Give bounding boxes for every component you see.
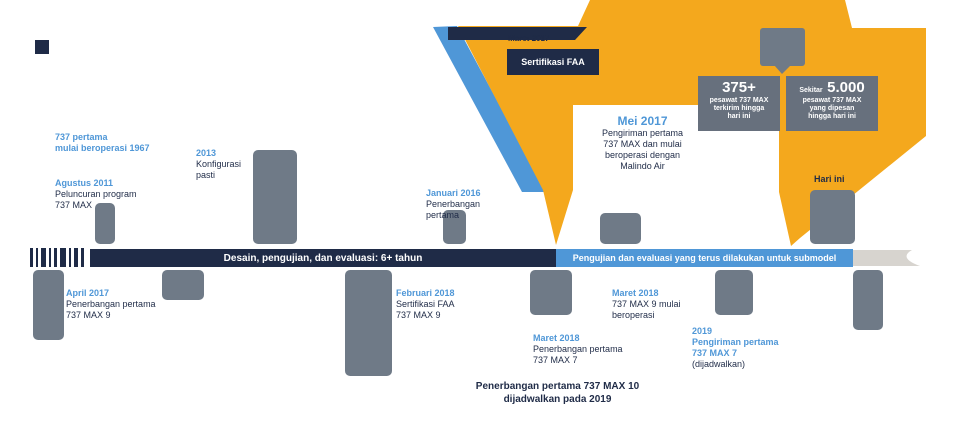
callout-line: Peluncuran program: [55, 189, 137, 199]
callout-line: mulai beroperasi 1967: [55, 143, 150, 153]
callout-line: 737 pertama: [55, 132, 108, 142]
timeline-submodel-bar: Pengujian dan evaluasi yang terus dilaku…: [556, 249, 853, 267]
callout-first-flight: Januari 2016 Penerbangan pertama: [426, 188, 536, 221]
callout-date: 2019: [692, 326, 713, 336]
connector-column: [715, 270, 753, 315]
callout-line: Penerbangan pertama: [66, 299, 156, 309]
callout-line: (dijadwalkan): [692, 359, 746, 369]
callout-date: April 2017: [66, 288, 110, 298]
callout-line: Konfigurasi: [196, 159, 242, 169]
callout-date: Maret 2018: [612, 288, 659, 298]
stat-delivered-line: terkirim hingga: [713, 105, 765, 112]
callout-date: 2013: [196, 148, 217, 158]
callout-firm-configuration: 2013 Konfigurasi pasti: [196, 148, 266, 181]
legend-marker: [35, 40, 49, 54]
callout-line: 737 MAX 9: [396, 310, 441, 320]
connector-column: [810, 190, 855, 244]
stat-delivered-value: 375+: [722, 79, 756, 96]
stat-ordered-box: Sekitar 5.000 pesawat 737 MAX yang dipes…: [786, 76, 878, 131]
stat-ordered-line: yang dipesan: [809, 105, 855, 112]
callout-line: beroperasi: [612, 310, 655, 320]
stat-ordered-line: pesawat 737 MAX: [802, 97, 862, 104]
callout-max9-first-flight: April 2017 Penerbangan pertama 737 MAX 9: [66, 288, 216, 321]
blue-edge-band: [433, 26, 546, 192]
caption-line: dijadwalkan pada 2019: [503, 394, 612, 405]
banner-month-label: Maret 2017: [508, 34, 550, 43]
connector-column: [853, 270, 883, 330]
connector-column: [443, 210, 466, 244]
callout-line: Pengiriman pertama: [692, 337, 779, 347]
today-pointer-box: [760, 28, 805, 66]
callout-line: Hari ini: [814, 174, 845, 184]
stat-ordered-value: 5.000: [827, 79, 865, 96]
connector-column: [345, 270, 392, 376]
callout-date: Mei 2017: [617, 114, 668, 128]
callout-line: Malindo Air: [620, 161, 665, 171]
callout-date: Februari 2018: [396, 288, 455, 298]
faa-cert-label: Sertifikasi FAA: [521, 57, 585, 67]
callout-737-heritage: 737 pertama mulai beroperasi 1967: [55, 132, 195, 154]
connector-column: [162, 270, 204, 300]
connector-column: [95, 203, 115, 244]
callout-first-delivery: Mei 2017 Pengiriman pertama 737 MAX dan …: [575, 114, 710, 172]
callout-line: Sertifikasi FAA: [396, 299, 455, 309]
stat-delivered-line: pesawat 737 MAX: [709, 97, 769, 104]
callout-line: 737 MAX 9: [66, 310, 111, 320]
timeline-submodel-label: Pengujian dan evaluasi yang terus dilaku…: [572, 253, 837, 263]
connector-column: [530, 270, 572, 315]
callout-date: Maret 2018: [533, 333, 580, 343]
callout-max7-first-flight: Maret 2018 Penerbangan pertama 737 MAX 7: [533, 333, 643, 366]
timeline-design-label: Desain, pengujian, dan evaluasi: 6+ tahu…: [223, 252, 423, 264]
callout-line: Pengiriman pertama: [601, 128, 684, 138]
callout-date: Agustus 2011: [55, 178, 114, 188]
callout-line: Penerbangan pertama: [533, 344, 623, 354]
stat-ordered-line: hingga hari ini: [808, 113, 856, 120]
callout-max7-delivery: 2019 Pengiriman pertama 737 MAX 7 (dijad…: [692, 326, 817, 370]
faa-cert-box: Sertifikasi FAA: [507, 49, 599, 75]
timeline-design-bar: Desain, pengujian, dan evaluasi: 6+ tahu…: [90, 249, 556, 267]
callout-line: beroperasi dengan: [604, 150, 681, 160]
callout-line: 737 MAX 9 mulai: [612, 299, 681, 309]
timeline-arrow-tail: [853, 250, 920, 266]
connector-column: [600, 213, 641, 244]
callout-line: 737 MAX 7: [533, 355, 578, 365]
bottom-caption: Penerbangan pertama 737 MAX 10 dijadwalk…: [400, 380, 715, 406]
callout-line: 737 MAX dan mulai: [603, 139, 682, 149]
connector-column: [253, 150, 297, 244]
connector-column: [33, 270, 64, 340]
callout-max9-certification: Februari 2018 Sertifikasi FAA 737 MAX 9: [396, 288, 546, 321]
top-ribbon: [448, 27, 587, 40]
stat-delivered-box: 375+ pesawat 737 MAX terkirim hingga har…: [698, 76, 780, 131]
today-pointer-tail: [774, 65, 791, 74]
callout-line: Penerbangan: [426, 199, 481, 209]
callout-line: pertama: [426, 210, 460, 220]
callout-today: Hari ini: [814, 174, 874, 185]
callout-line: pasti: [196, 170, 216, 180]
stat-ordered-prefix: Sekitar: [799, 87, 823, 94]
callout-max9-service: Maret 2018 737 MAX 9 mulai beroperasi: [612, 288, 722, 321]
stat-delivered-line: hari ini: [727, 113, 751, 120]
callout-line: 737 MAX: [55, 200, 93, 210]
caption-line: Penerbangan pertama 737 MAX 10: [475, 381, 640, 392]
callout-program-launch: Agustus 2011 Peluncuran program 737 MAX: [55, 178, 185, 211]
callout-line: 737 MAX 7: [692, 348, 738, 358]
callout-date: Januari 2016: [426, 188, 481, 198]
